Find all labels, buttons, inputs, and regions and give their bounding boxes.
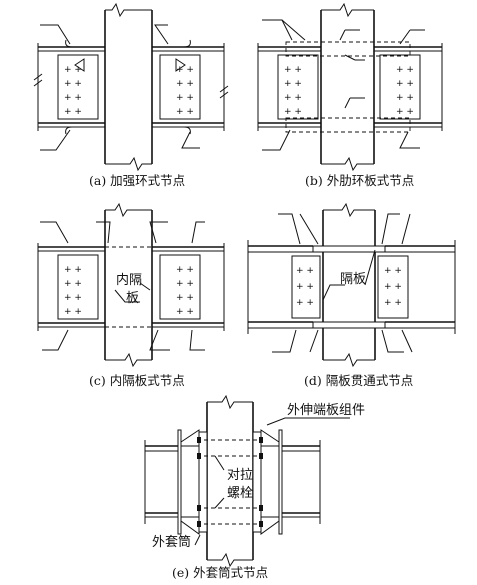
svg-text:+ +: + + [176, 293, 194, 303]
svg-text:+ +: + + [64, 265, 82, 275]
caption-b: (b) 外肋环板式节点 [305, 173, 414, 188]
svg-text:+ +: + + [64, 279, 82, 289]
tie-bolts-e [197, 437, 263, 527]
svg-text:+ +: + + [296, 266, 314, 276]
leaders-b [262, 19, 425, 151]
right-beam-d [377, 240, 456, 334]
svg-text:+ +: + + [64, 79, 82, 89]
svg-text:+ +: + + [296, 282, 314, 292]
svg-text:+ +: + + [396, 107, 414, 117]
leaders-d [272, 213, 413, 353]
caption-d: (d) 隔板贯通式节点 [304, 373, 413, 388]
svg-text:+ +: + + [64, 293, 82, 303]
caption-c: (c) 内隔板式节点 [89, 373, 185, 388]
left-beam-c [37, 243, 105, 331]
diaphragm-label-d: 隔板 [340, 272, 366, 287]
tie-bolt-label-1: 对拉 [227, 468, 253, 483]
svg-text:+ +: + + [384, 282, 402, 292]
svg-text:+ +: + + [64, 93, 82, 103]
beams-e [144, 440, 321, 524]
diaphragm-label-c-1: 内隔 [116, 272, 142, 288]
bolts-c: + + + + + + + + + + + + + + + + [64, 265, 194, 317]
bolts-a: + + + + + + + + + + + + + + + + [64, 65, 194, 117]
panel-a-reinforced-ring-joint: + + + + + + + + + + + + + + + + (a) 加强环式节点 [33, 2, 229, 188]
outer-sleeve-label: 外套筒 [152, 534, 191, 550]
panel-c-internal-diaphragm-joint: + + + + + + + + + + + + + + + + 内隔 板 (c) 内隔板式节… [37, 202, 225, 388]
column-b [320, 2, 375, 172]
svg-text:+ +: + + [176, 93, 194, 103]
svg-text:+ +: + + [64, 65, 82, 75]
through-diaphragms-d [312, 245, 386, 329]
column-d [322, 202, 376, 368]
svg-text:+ +: + + [176, 65, 194, 75]
left-beam-d [247, 240, 321, 334]
svg-text:+ +: + + [284, 107, 302, 117]
svg-text:+ +: + + [396, 65, 414, 75]
svg-text:+ +: + + [384, 298, 402, 308]
column-c [104, 202, 153, 368]
svg-text:+ +: + + [176, 265, 194, 275]
leaders-c [40, 221, 205, 351]
svg-text:+ +: + + [384, 266, 402, 276]
svg-text:+ +: + + [64, 107, 82, 117]
diaphragm-lines-c [105, 246, 152, 328]
svg-text:+ +: + + [176, 79, 194, 89]
column-a [104, 2, 153, 172]
bolts-b: + + + + + + + + + + + + + + + + [284, 65, 414, 117]
right-beam-b [374, 43, 443, 131]
caption-e: (e) 外套筒式节点 [172, 565, 268, 580]
svg-text:+ +: + + [284, 79, 302, 89]
svg-text:+ +: + + [284, 65, 302, 75]
right-beam-a [152, 39, 229, 135]
panel-e-outer-sleeve-joint: 外伸端板组件 对拉 螺栓 外套筒 (e) 外套筒式节点 [144, 394, 365, 580]
panel-d-through-diaphragm-joint: + + + + + + + + + + + + 隔板 (d) 隔板贯通式节点 [247, 202, 456, 388]
svg-text:+ +: + + [296, 298, 314, 308]
end-plate-label: 外伸端板组件 [287, 403, 365, 418]
left-beam-b [257, 43, 321, 131]
panel-b-external-rib-ring-joint: + + + + + + + + + + + + + + + + (b) 外肋环板式节点 [257, 2, 443, 188]
leaders-a [40, 24, 200, 151]
svg-text:+ +: + + [284, 93, 302, 103]
bolts-d: + + + + + + + + + + + + [296, 266, 402, 308]
svg-text:+ +: + + [176, 307, 194, 317]
svg-text:+ +: + + [176, 107, 194, 117]
caption-a: (a) 加强环式节点 [89, 173, 185, 188]
svg-text:+ +: + + [396, 93, 414, 103]
svg-text:+ +: + + [64, 307, 82, 317]
right-beam-c [152, 243, 225, 331]
diaphragm-label-c-2: 板 [126, 291, 139, 306]
svg-text:+ +: + + [176, 279, 194, 289]
rib-rings-b [285, 41, 411, 133]
end-plate-assembly-e [177, 429, 283, 535]
outer-sleeve-e [198, 431, 262, 533]
tie-bolt-label-2: 螺栓 [227, 486, 253, 501]
leaders-e [194, 417, 350, 546]
left-beam-a [33, 39, 105, 135]
svg-text:+ +: + + [396, 79, 414, 89]
